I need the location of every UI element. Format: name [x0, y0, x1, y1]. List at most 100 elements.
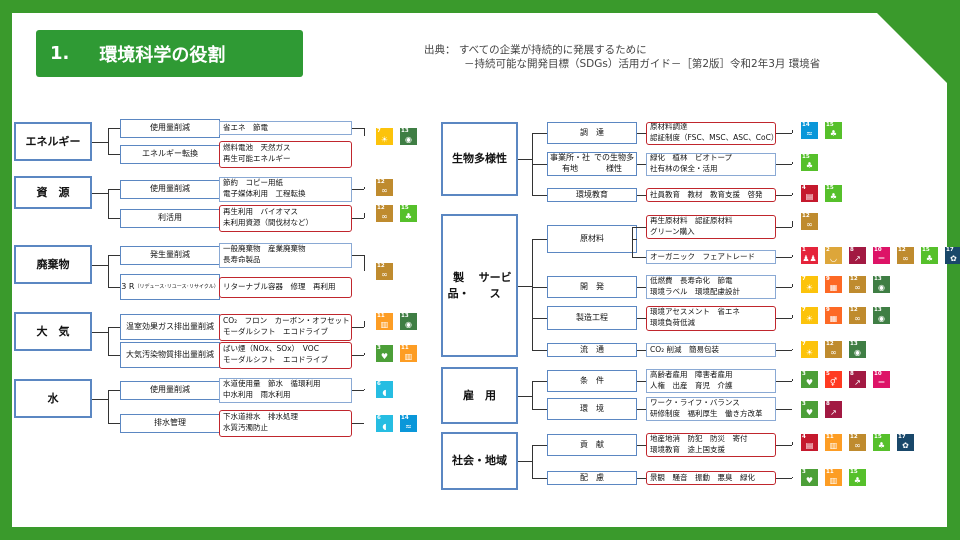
example-line: オーガニック フェアトレード — [650, 251, 755, 261]
connector-line — [637, 318, 646, 319]
subcategory-label: 排水管理 — [154, 417, 186, 427]
connector-line — [792, 221, 793, 227]
example-line: 省エネ 節電 — [223, 122, 268, 132]
connector-line — [108, 390, 109, 423]
tree-bird-icon: 15♣ — [801, 154, 818, 171]
heartbeat-icon: 3♥ — [801, 401, 818, 418]
fish-icon: 14≈ — [801, 122, 818, 139]
example-line: モーダルシフト エコドライブ — [223, 355, 328, 364]
connector-line — [364, 128, 365, 136]
example-line: モーダルシフト エコドライブ — [223, 327, 328, 336]
connector-line — [108, 423, 120, 424]
connector-line — [532, 239, 533, 350]
eye-globe-icon: 13◉ — [400, 128, 417, 145]
connector-line — [532, 381, 533, 409]
infinity-icon: 12∞ — [849, 276, 866, 293]
example-box: 高齢者雇用 障害者雇用人権 出産 育児 介護 — [646, 369, 776, 393]
connector-line — [776, 318, 792, 319]
connector-line — [792, 284, 793, 287]
subcategory-label: 排出量削減 — [174, 349, 214, 359]
subcategory-box: 条 件 — [547, 370, 637, 392]
connector-line — [532, 350, 547, 351]
sun-power-icon: 7☀ — [801, 276, 818, 293]
example-box: オーガニック フェアトレード — [646, 250, 776, 264]
subcategory-label: 環 境 — [580, 403, 604, 413]
subcategory-label: 大気汚染物質 — [126, 349, 174, 359]
right-border — [947, 0, 960, 540]
example-line: リターナブル容器 修理 再利用 — [223, 281, 336, 291]
subcategory-box: 環 境 — [547, 398, 637, 420]
source-line-2: －持続可能な開発目標（SDGs）活用ガイド－［第2版］令和2年3月 環境省 — [464, 58, 821, 70]
connector-line — [637, 287, 646, 288]
equality-icon: 10＝ — [873, 371, 890, 388]
connector-line — [352, 355, 364, 356]
connector-line — [532, 164, 547, 165]
subcategory-box: 発生量削減 — [120, 245, 220, 265]
category-box: 資 源 — [14, 176, 92, 209]
connector-line — [632, 257, 646, 258]
example-line: CO₂ フロン カーボン・オフセット — [223, 316, 350, 326]
title-banner: 1. 環境科学の役割 — [36, 30, 303, 77]
connector-line — [352, 189, 364, 190]
connector-line — [518, 286, 532, 287]
infinity-icon: 12∞ — [849, 434, 866, 451]
connector-line — [92, 399, 108, 400]
subcategory-label: 発生量削減 — [150, 249, 190, 259]
subcategory-label: 使用量削減 — [150, 122, 190, 132]
example-line: 原材料調達 — [650, 122, 688, 132]
subcategory-box: 大気汚染物質排出量削減 — [120, 342, 220, 368]
example-line: 再生可能エネルギー — [223, 154, 291, 163]
connector-line — [108, 189, 120, 190]
growth-chart-icon: 8↗ — [825, 401, 842, 418]
book-icon: 4▤ — [801, 434, 818, 451]
example-box: 節約 コピー用紙電子媒体利用 工程転換 — [219, 176, 352, 202]
connector-line — [637, 133, 646, 134]
example-box: 再生原材料 認証原材料グリーン購入 — [646, 215, 776, 239]
example-box: リターナブル容器 修理 再利用 — [219, 276, 352, 298]
example-box: 地産地消 防犯 防災 寄付環境教育 途上国支援 — [646, 433, 776, 457]
connector-line — [776, 287, 792, 288]
subcategory-box: 製造工程 — [547, 306, 637, 330]
connector-line — [108, 327, 109, 355]
connector-line — [518, 159, 532, 160]
fish-icon: 14≈ — [400, 415, 417, 432]
infinity-icon: 12∞ — [376, 205, 393, 222]
cubes-icon: 9▦ — [825, 307, 842, 324]
equality-icon: 10＝ — [873, 247, 890, 264]
infinity-icon: 12∞ — [801, 213, 818, 230]
connector-line — [792, 162, 793, 164]
connector-line — [532, 239, 547, 240]
example-line: 社員教育 教材 教育支援 啓発 — [650, 189, 763, 199]
connector-line — [108, 128, 120, 129]
eye-globe-icon: 13◉ — [873, 276, 890, 293]
connector-line — [92, 265, 108, 266]
subcategory-label: 事業所・社有地 — [550, 153, 590, 173]
example-line: 再生原材料 認証原材料 — [650, 216, 733, 226]
connector-line — [792, 349, 793, 350]
subcategory-box: 使用量削減 — [120, 118, 220, 138]
connector-line — [364, 321, 365, 327]
example-line: ばい煙（NOx、SOx） VOC — [223, 344, 319, 354]
example-box: 燃料電池 天然ガス再生可能エネルギー — [219, 140, 352, 168]
example-line: 認証制度（FSC、MSC、ASC、CoC） — [650, 133, 776, 142]
infinity-icon: 12∞ — [376, 179, 393, 196]
subcategory-box: 開 発 — [547, 276, 637, 298]
category-box: 大 気 — [14, 312, 92, 351]
category-box: 雇 用 — [441, 367, 518, 424]
flower-rings-icon: 17✿ — [945, 247, 960, 264]
category-box: 水 — [14, 379, 92, 418]
example-line: 環境負荷低減 — [650, 318, 695, 327]
subcategory-box: 温室効果ガス排出量削減 — [120, 314, 220, 340]
example-box: 原材料調達認証制度（FSC、MSC、ASC、CoC） — [646, 121, 776, 145]
example-line: 環境ラベル 環境配慮設計 — [650, 287, 740, 296]
connector-line — [108, 390, 120, 391]
growth-chart-icon: 8↗ — [849, 371, 866, 388]
example-line: 環境アセスメント 省エネ — [650, 307, 740, 317]
subcategory-box: 貢 献 — [547, 434, 637, 456]
left-border — [0, 0, 12, 540]
subcategory-label: 流 通 — [580, 344, 604, 354]
example-box: 水道使用量 節水 循環利用中水利用 雨水利用 — [219, 377, 352, 403]
category-box: 生物多様性 — [441, 122, 518, 196]
subcategory-box: 環境教育 — [547, 188, 637, 202]
